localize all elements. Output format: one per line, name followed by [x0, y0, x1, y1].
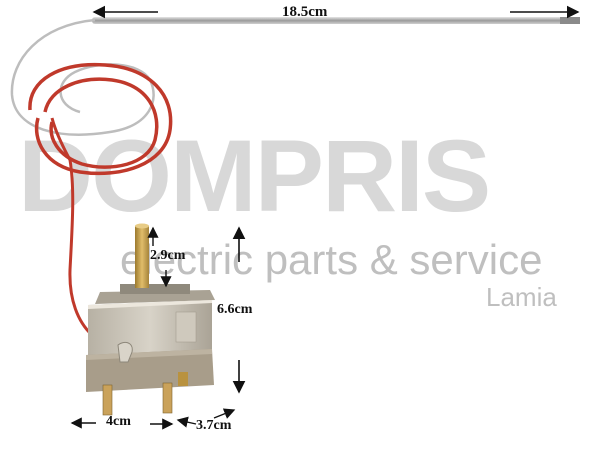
- sensor-rod: [92, 17, 580, 24]
- dimension-length: 18.5cm: [282, 4, 328, 20]
- dimension-height: 6.6cm: [217, 302, 253, 317]
- watermark-tagline: electric parts & service: [120, 236, 543, 283]
- control-shaft: [135, 223, 149, 288]
- watermark-city: Lamia: [486, 282, 557, 312]
- watermark-brand: DOMPRIS: [18, 119, 491, 233]
- thermostat-body: [86, 284, 215, 416]
- dimension-depth: 3.7cm: [196, 418, 232, 433]
- dimension-width: 4cm: [106, 414, 131, 429]
- dimension-shaft: 2.9cm: [150, 248, 186, 263]
- capillary-red: [28, 62, 173, 337]
- capillary-silver: [10, 18, 155, 136]
- arrow-right-icon: [213, 408, 236, 419]
- arrow-left-icon: [176, 416, 197, 428]
